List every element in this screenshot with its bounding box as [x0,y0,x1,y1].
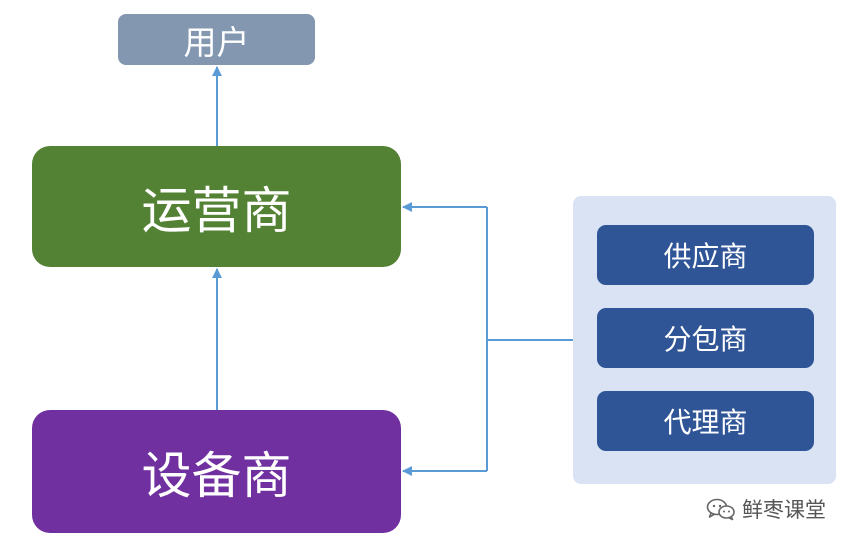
agent-node: 代理商 [597,391,814,451]
subcontractor-node-label: 分包商 [663,323,748,356]
supplier-node-label: 供应商 [663,240,748,273]
user-node: 用户 [118,14,315,65]
wechat-icon [706,498,735,521]
partner-group-panel: 供应商 分包商 代理商 [573,196,836,484]
device-maker-node: 设备商 [32,410,401,533]
operator-node: 运营商 [32,146,401,267]
supplier-node: 供应商 [597,225,814,285]
watermark-text: 鲜枣课堂 [742,498,826,522]
subcontractor-node: 分包商 [597,308,814,368]
watermark: 鲜枣课堂 [706,494,826,524]
user-node-label: 用户 [183,22,250,62]
agent-node-label: 代理商 [663,406,748,439]
device-maker-node-label: 设备商 [141,446,292,505]
operator-node-label: 运营商 [141,181,292,240]
